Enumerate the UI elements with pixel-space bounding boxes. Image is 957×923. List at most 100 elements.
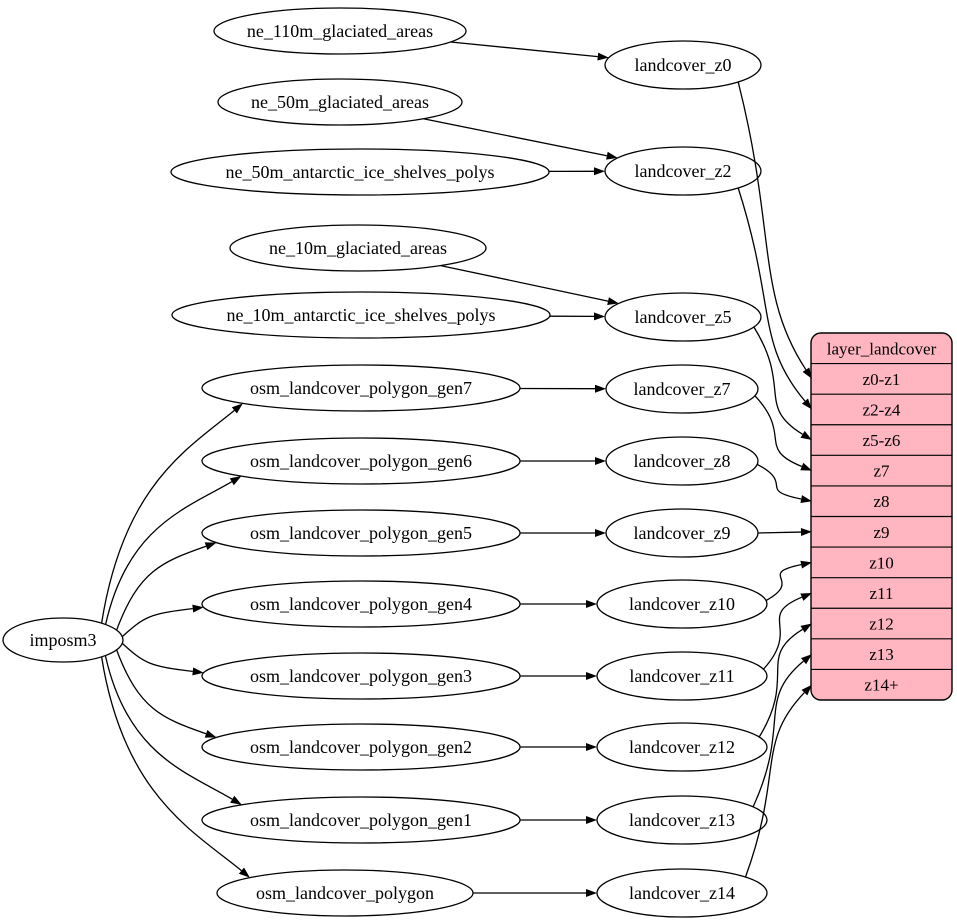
arrowhead <box>801 684 812 696</box>
node-label-osm_landcover_polygon_gen7: osm_landcover_polygon_gen7 <box>250 378 472 398</box>
node-shape-ne_110m_glaciated_areas <box>213 7 467 55</box>
record-row-z5-z6: z5-z6 <box>863 431 901 450</box>
arrowhead <box>204 542 217 550</box>
arrowhead <box>800 462 812 471</box>
record-row-z8: z8 <box>873 492 889 511</box>
edge-ne_110m_glaciated_areas-landcover_z0 <box>450 41 609 61</box>
arrowhead <box>230 795 242 805</box>
edge-osm_landcover_polygon_gen6-landcover_z8 <box>520 457 606 465</box>
node-landcover_z13: landcover_z13 <box>596 795 768 845</box>
record-row-z11: z11 <box>870 584 894 603</box>
node-landcover_z10: landcover_z10 <box>596 579 768 629</box>
node-osm_landcover_polygon_gen4: osm_landcover_polygon_gen4 <box>201 580 521 628</box>
node-osm_landcover_polygon_gen6: osm_landcover_polygon_gen6 <box>201 437 521 485</box>
node-shape-landcover_z5 <box>604 292 762 342</box>
node-landcover_z2: landcover_z2 <box>604 146 762 196</box>
node-shape-landcover_z0 <box>604 40 762 90</box>
edge-imposm3-osm_landcover_polygon_gen2 <box>115 649 217 738</box>
node-label-ne_50m_antarctic_ice_shelves_polys: ne_50m_antarctic_ice_shelves_polys <box>226 162 495 182</box>
arrowhead <box>586 743 597 751</box>
node-landcover_z8: landcover_z8 <box>605 436 759 486</box>
node-label-osm_landcover_polygon_gen1: osm_landcover_polygon_gen1 <box>250 810 472 830</box>
arrowhead <box>595 457 606 465</box>
node-landcover_z11: landcover_z11 <box>596 651 768 701</box>
node-label-landcover_z10: landcover_z10 <box>629 594 735 614</box>
node-label-imposm3: imposm3 <box>29 630 96 650</box>
edge-landcover_z2-row-z2-z4 <box>737 187 812 410</box>
edge-imposm3-osm_landcover_polygon_gen3 <box>121 642 204 676</box>
arrowhead <box>192 604 204 613</box>
arrowhead <box>800 528 812 536</box>
arrowhead <box>800 592 812 601</box>
node-label-landcover_z7: landcover_z7 <box>634 379 731 399</box>
node-shape-landcover_z2 <box>604 146 762 196</box>
edge-imposm3-osm_landcover_polygon_gen7 <box>100 403 243 624</box>
record-title: layer_landcover <box>827 339 937 358</box>
arrowhead <box>597 52 609 61</box>
edge-landcover_z14-row-z14+ <box>744 684 812 878</box>
arrowhead <box>594 312 606 321</box>
edge-imposm3-osm_landcover_polygon_gen4 <box>121 604 204 638</box>
node-label-landcover_z12: landcover_z12 <box>629 737 735 757</box>
node-landcover_z0: landcover_z0 <box>604 40 762 90</box>
node-osm_landcover_polygon_gen5: osm_landcover_polygon_gen5 <box>201 509 521 557</box>
node-landcover_z7: landcover_z7 <box>605 364 759 414</box>
node-shape-ne_10m_glaciated_areas <box>229 224 487 272</box>
node-label-osm_landcover_polygon: osm_landcover_polygon <box>256 883 434 903</box>
arrowhead <box>229 476 242 486</box>
node-imposm3: imposm3 <box>2 617 124 663</box>
arrowhead <box>586 816 597 824</box>
edge-landcover_z13-row-z13 <box>752 654 812 808</box>
edge-landcover_z5-row-z5-z6 <box>753 326 812 441</box>
edge-ne_10m_antarctic_ice_shelves_polys-landcover_z5 <box>549 312 606 321</box>
edge-osm_landcover_polygon_gen4-landcover_z10 <box>520 600 597 608</box>
arrowhead <box>204 730 217 738</box>
arrowhead <box>606 151 618 160</box>
arrowhead <box>192 667 204 676</box>
node-ne_10m_glaciated_areas: ne_10m_glaciated_areas <box>229 224 487 272</box>
edge-osm_landcover_polygon_gen1-landcover_z13 <box>520 816 597 824</box>
arrowhead <box>595 384 607 393</box>
node-landcover_z12: landcover_z12 <box>596 722 768 772</box>
node-label-osm_landcover_polygon_gen5: osm_landcover_polygon_gen5 <box>250 523 472 543</box>
arrowhead <box>586 889 597 897</box>
node-shape-ne_50m_glaciated_areas <box>217 78 463 126</box>
arrowhead <box>802 367 812 379</box>
arrowhead <box>238 867 250 878</box>
node-label-landcover_z5: landcover_z5 <box>635 307 732 327</box>
record-row-z9: z9 <box>873 523 889 542</box>
edge-landcover_z9-row-z9 <box>757 528 812 536</box>
node-label-landcover_z2: landcover_z2 <box>635 161 732 181</box>
edge-landcover_z8-row-z8 <box>756 463 812 503</box>
edge-imposm3-osm_landcover_polygon_gen6 <box>104 476 242 625</box>
record-row-z7: z7 <box>873 462 890 481</box>
node-ne_110m_glaciated_areas: ne_110m_glaciated_areas <box>213 7 467 55</box>
node-label-osm_landcover_polygon_gen4: osm_landcover_polygon_gen4 <box>250 594 472 614</box>
node-label-ne_110m_glaciated_areas: ne_110m_glaciated_areas <box>247 21 433 41</box>
node-shape-osm_landcover_polygon_gen7 <box>201 364 521 412</box>
node-label-osm_landcover_polygon_gen3: osm_landcover_polygon_gen3 <box>250 666 472 686</box>
node-label-ne_50m_glaciated_areas: ne_50m_glaciated_areas <box>251 92 429 112</box>
node-osm_landcover_polygon_gen1: osm_landcover_polygon_gen1 <box>201 796 521 844</box>
edge-osm_landcover_polygon_gen3-landcover_z11 <box>520 672 597 680</box>
node-osm_landcover_polygon_gen7: osm_landcover_polygon_gen7 <box>201 364 521 412</box>
arrowhead <box>800 430 812 441</box>
record-layer_landcover: layer_landcoverz0-z1z2-z4z5-z6z7z8z9z10z… <box>810 332 953 701</box>
edge-imposm3-osm_landcover_polygon_gen1 <box>104 655 242 805</box>
node-label-landcover_z11: landcover_z11 <box>629 666 734 686</box>
edge-osm_landcover_polygon_gen2-landcover_z12 <box>520 743 597 751</box>
node-osm_landcover_polygon_gen3: osm_landcover_polygon_gen3 <box>201 652 521 700</box>
node-label-osm_landcover_polygon_gen6: osm_landcover_polygon_gen6 <box>250 451 472 471</box>
node-osm_landcover_polygon: osm_landcover_polygon <box>216 869 474 917</box>
arrowhead <box>586 672 597 680</box>
node-shape-imposm3 <box>2 617 124 663</box>
node-label-landcover_z8: landcover_z8 <box>634 451 731 471</box>
arrowhead <box>586 600 597 608</box>
record-row-z14+: z14+ <box>864 676 898 695</box>
edge-imposm3-osm_landcover_polygon_gen5 <box>115 542 217 631</box>
node-label-landcover_z14: landcover_z14 <box>629 883 735 903</box>
arrowhead <box>801 654 812 665</box>
node-shape-ne_10m_antarctic_ice_shelves_polys <box>171 291 551 339</box>
